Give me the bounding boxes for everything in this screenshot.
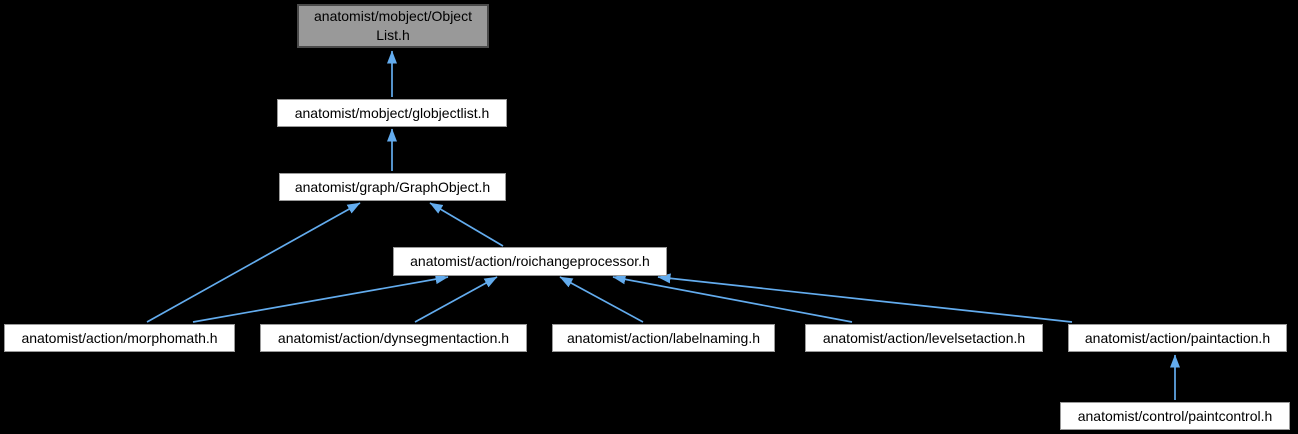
node-levelsetaction-label: anatomist/action/levelsetaction.h [822,329,1026,346]
node-objectlist[interactable]: anatomist/mobject/Object List.h [297,4,489,48]
node-paintaction[interactable]: anatomist/action/paintaction.h [1068,324,1287,352]
node-roichangeprocessor[interactable]: anatomist/action/roichangeprocessor.h [393,247,667,276]
edge-morphomath-to-roichangeprocessor [192,274,449,323]
node-globjectlist[interactable]: anatomist/mobject/globjectlist.h [277,99,507,127]
node-graphobject-label: anatomist/graph/GraphObject.h [294,178,491,195]
node-morphomath-label: anatomist/action/morphomath.h [21,329,218,346]
node-objectlist-label: anatomist/mobject/Object List.h [314,8,472,43]
edge-roichangeprocessor-to-graphobject [429,202,504,247]
node-dynsegmentaction-label: anatomist/action/dynsegmentaction.h [277,329,510,346]
node-paintcontrol-label: anatomist/control/paintcontrol.h [1077,407,1273,424]
node-dynsegmentaction[interactable]: anatomist/action/dynsegmentaction.h [260,324,527,352]
node-morphomath[interactable]: anatomist/action/morphomath.h [4,324,235,352]
node-labelnaming[interactable]: anatomist/action/labelnaming.h [552,324,775,352]
edge-dynsegmentaction-to-roichangeprocessor [414,276,498,323]
node-roichangeprocessor-label: anatomist/action/roichangeprocessor.h [410,253,650,269]
edge-paintaction-to-roichangeprocessor [657,273,1073,323]
node-graphobject[interactable]: anatomist/graph/GraphObject.h [279,173,506,201]
edge-labelnaming-to-roichangeprocessor [559,276,644,323]
node-levelsetaction[interactable]: anatomist/action/levelsetaction.h [805,324,1043,352]
node-paintcontrol[interactable]: anatomist/control/paintcontrol.h [1060,402,1290,430]
edge-morphomath-to-graphobject [146,202,361,323]
node-globjectlist-label: anatomist/mobject/globjectlist.h [294,104,490,121]
node-labelnaming-label: anatomist/action/labelnaming.h [566,329,760,346]
edge-levelsetaction-to-roichangeprocessor [612,274,853,323]
node-paintaction-label: anatomist/action/paintaction.h [1084,329,1271,346]
